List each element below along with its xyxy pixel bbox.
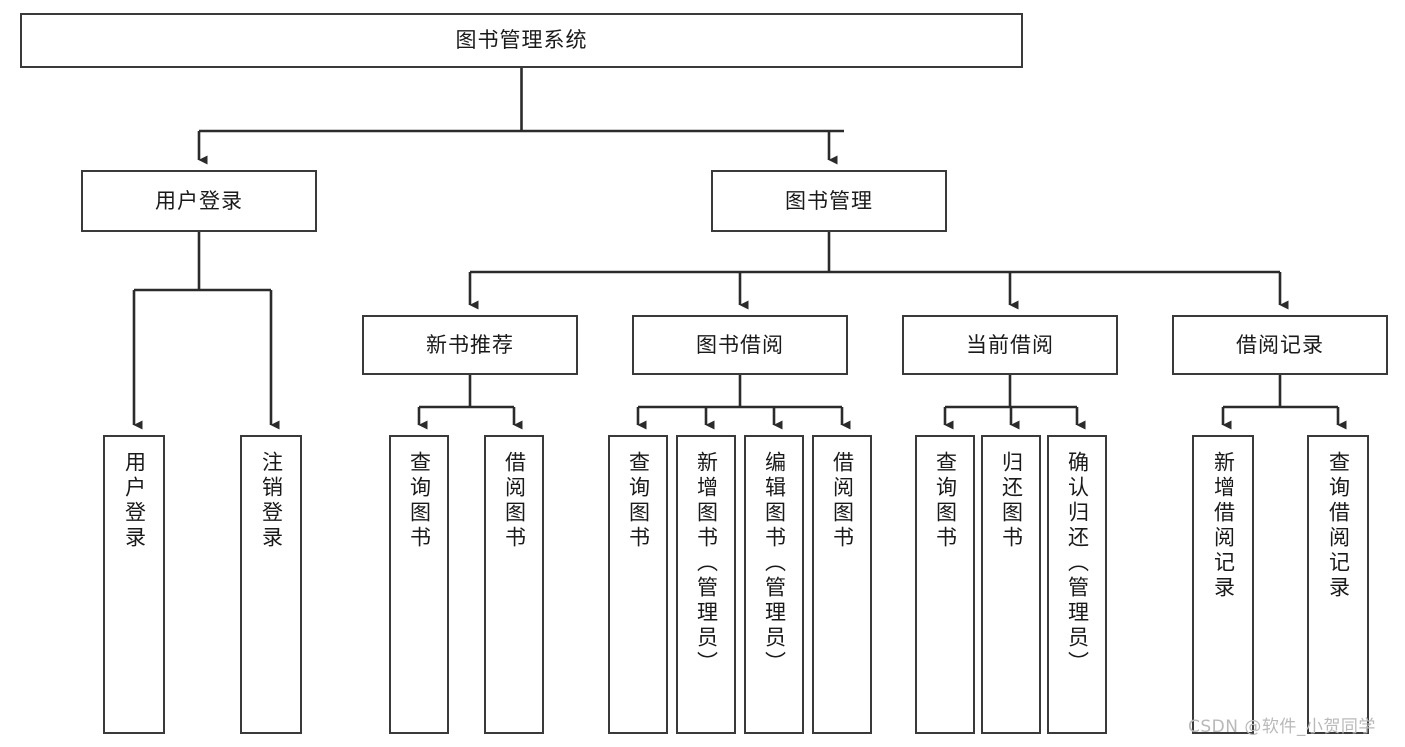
leaf-user-login[interactable]: 用户登录 xyxy=(103,435,165,734)
node-label: 查询图书 xyxy=(933,451,958,551)
leaf-borrow-book[interactable]: 借阅图书 xyxy=(812,435,872,734)
node-label: 编辑图书（管理员） xyxy=(762,451,787,676)
node-label: 新增借阅记录 xyxy=(1211,451,1236,601)
leaf-confirm-return-admin[interactable]: 确认归还（管理员） xyxy=(1047,435,1107,734)
leaf-return-book[interactable]: 归还图书 xyxy=(981,435,1041,734)
csdn-watermark: CSDN @软件_小贺同学 xyxy=(1188,717,1376,737)
leaf-add-borrow-record[interactable]: 新增借阅记录 xyxy=(1192,435,1254,734)
node-label: 用户登录 xyxy=(155,188,243,213)
node-label: 图书管理 xyxy=(785,188,873,213)
leaf-query-book-borrow[interactable]: 查询图书 xyxy=(608,435,668,734)
node-book-borrow[interactable]: 图书借阅 xyxy=(632,315,848,375)
node-label: 确认归还（管理员） xyxy=(1065,451,1090,676)
node-label: 新书推荐 xyxy=(426,332,514,357)
leaf-edit-book-admin[interactable]: 编辑图书（管理员） xyxy=(744,435,804,734)
node-label: 新增图书（管理员） xyxy=(694,451,719,676)
node-label: 归还图书 xyxy=(999,451,1024,551)
node-label: 借阅记录 xyxy=(1236,332,1324,357)
leaf-query-book-recommend[interactable]: 查询图书 xyxy=(389,435,449,734)
node-label: 借阅图书 xyxy=(830,451,855,551)
node-borrow-record[interactable]: 借阅记录 xyxy=(1172,315,1388,375)
node-user-login[interactable]: 用户登录 xyxy=(81,170,317,232)
leaf-query-book-current[interactable]: 查询图书 xyxy=(915,435,975,734)
node-root-system[interactable]: 图书管理系统 xyxy=(20,13,1023,68)
leaf-add-book-admin[interactable]: 新增图书（管理员） xyxy=(676,435,736,734)
node-label: 用户登录 xyxy=(122,451,147,551)
node-label: 查询借阅记录 xyxy=(1326,451,1351,601)
leaf-logout[interactable]: 注销登录 xyxy=(240,435,302,734)
node-new-book-recommend[interactable]: 新书推荐 xyxy=(362,315,578,375)
node-label: 注销登录 xyxy=(259,451,284,551)
node-label: 查询图书 xyxy=(626,451,651,551)
leaf-query-borrow-record[interactable]: 查询借阅记录 xyxy=(1307,435,1369,734)
node-label: 当前借阅 xyxy=(966,332,1054,357)
node-label: 图书借阅 xyxy=(696,332,784,357)
leaf-borrow-book-recommend[interactable]: 借阅图书 xyxy=(484,435,544,734)
node-label: 查询图书 xyxy=(407,451,432,551)
node-label: 图书管理系统 xyxy=(455,28,588,53)
node-current-borrow[interactable]: 当前借阅 xyxy=(902,315,1118,375)
node-book-management[interactable]: 图书管理 xyxy=(711,170,947,232)
node-label: 借阅图书 xyxy=(502,451,527,551)
